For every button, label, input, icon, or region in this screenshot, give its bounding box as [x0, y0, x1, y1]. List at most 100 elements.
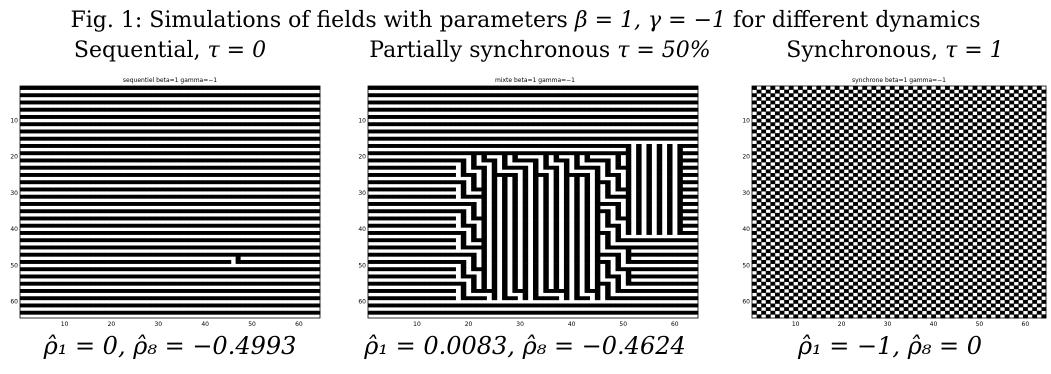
field-cell — [677, 154, 683, 159]
field-cell — [853, 129, 858, 134]
field-cell — [193, 86, 199, 90]
field-cell — [491, 285, 498, 290]
field-cell — [579, 310, 585, 315]
field-cell — [605, 245, 611, 250]
field-cell — [378, 107, 384, 112]
field-cell — [118, 180, 124, 185]
field-cell — [481, 234, 487, 239]
field-cell — [66, 136, 72, 141]
field-cell — [273, 107, 279, 112]
field-cell — [589, 122, 596, 127]
field-cell — [816, 107, 822, 112]
field-cell — [277, 245, 283, 250]
field-cell — [160, 158, 166, 163]
field-cell — [538, 115, 544, 119]
field-cell — [455, 231, 462, 235]
field-cell — [277, 252, 283, 257]
field-cell — [770, 165, 776, 170]
field-cell — [656, 212, 663, 217]
field-cell — [57, 86, 63, 90]
field-cell — [820, 96, 826, 101]
field-cell — [198, 107, 204, 112]
field-cell — [779, 129, 785, 134]
field-cell — [245, 122, 250, 127]
field-cell — [610, 151, 616, 156]
field-cell — [931, 111, 937, 116]
field-cell — [62, 231, 68, 235]
field-cell — [491, 241, 498, 246]
field-cell — [533, 198, 539, 203]
field-cell — [268, 231, 274, 235]
field-cell — [502, 154, 508, 159]
field-cell — [553, 260, 560, 264]
field-cell — [202, 187, 208, 192]
field-cell — [198, 223, 204, 228]
field-cell — [414, 144, 420, 148]
field-cell — [476, 86, 482, 90]
field-cell — [636, 144, 642, 148]
field-cell — [378, 209, 384, 214]
field-cell — [123, 289, 129, 293]
field-cell — [834, 144, 840, 148]
field-cell — [579, 151, 585, 156]
field-cell — [212, 267, 218, 272]
field-cell — [687, 209, 694, 214]
field-cell — [123, 231, 129, 235]
field-cell — [940, 169, 946, 174]
field-cell — [378, 267, 384, 272]
field-cell — [409, 115, 415, 119]
field-cell — [235, 165, 241, 170]
field-cell — [398, 115, 405, 119]
field-cell — [553, 231, 560, 235]
field-cell — [820, 125, 826, 130]
field-cell — [502, 180, 508, 185]
field-cell — [553, 107, 560, 112]
field-cell — [636, 216, 642, 221]
field-cell — [917, 144, 923, 148]
field-cell — [687, 100, 694, 105]
field-cell — [104, 173, 110, 177]
field-cell — [240, 231, 246, 235]
field-cell — [543, 267, 549, 272]
field-cell — [240, 93, 246, 98]
field-cell — [512, 158, 518, 163]
field-cell — [305, 245, 311, 250]
field-cell — [517, 136, 523, 141]
field-cell — [455, 310, 462, 315]
field-cell — [95, 158, 100, 163]
field-cell — [104, 122, 110, 127]
field-cell — [34, 93, 40, 98]
field-cell — [378, 260, 384, 264]
field-cell — [615, 263, 621, 268]
field-cell — [43, 165, 49, 170]
field-cell — [424, 202, 431, 206]
field-cell — [62, 238, 68, 243]
field-cell — [481, 270, 487, 275]
field-cell — [66, 260, 72, 264]
field-cell — [620, 296, 627, 301]
field-cell — [137, 158, 143, 163]
field-cell — [926, 158, 932, 163]
field-cell — [548, 151, 554, 156]
field-cell — [259, 296, 265, 301]
field-cell — [793, 154, 799, 159]
field-cell — [677, 165, 683, 170]
field-cell — [245, 194, 250, 199]
field-cell — [460, 252, 467, 257]
field-cell — [193, 129, 199, 134]
field-cell — [625, 86, 632, 90]
field-cell — [615, 238, 621, 243]
field-cell — [646, 173, 652, 177]
field-cell — [522, 249, 529, 254]
field-cell — [76, 231, 82, 235]
field-cell — [543, 122, 549, 127]
field-cell — [146, 238, 152, 243]
field-cell — [1000, 100, 1005, 105]
field-cell — [62, 274, 68, 279]
field-cell — [296, 310, 302, 315]
field-cell — [388, 310, 395, 315]
field-cell — [600, 202, 606, 206]
field-cell — [174, 209, 180, 214]
field-cell — [677, 173, 683, 177]
field-cell — [404, 202, 410, 206]
